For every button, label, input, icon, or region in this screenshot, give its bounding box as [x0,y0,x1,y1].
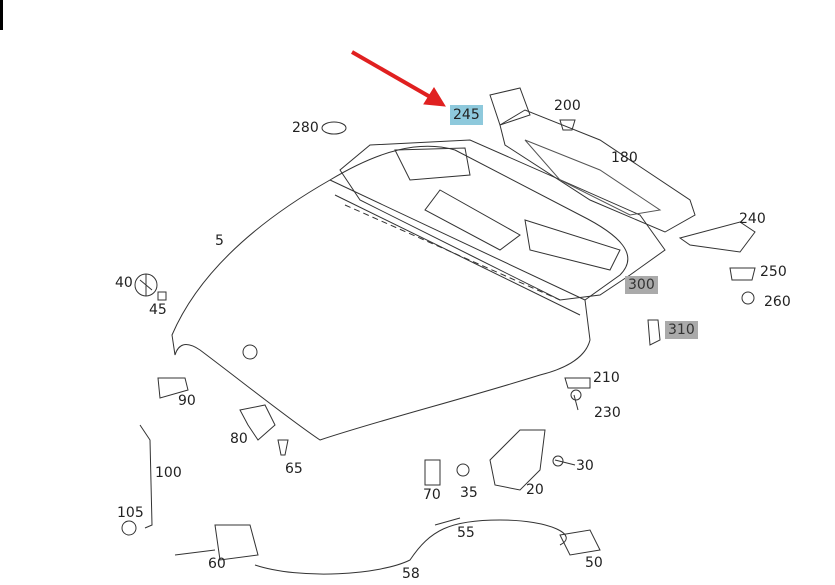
part-label-210[interactable]: 210 [593,370,620,386]
part-label-50[interactable]: 50 [585,555,603,571]
part-label-310[interactable]: 310 [665,321,698,339]
part-label-20[interactable]: 20 [526,482,544,498]
clip-part-200 [559,119,576,131]
part-label-240[interactable]: 240 [739,211,766,227]
part-label-35[interactable]: 35 [460,485,478,501]
hood-insulation-part-300 [339,139,666,301]
part-label-30[interactable]: 30 [576,458,594,474]
hood-part-5 [171,145,629,441]
part-label-300[interactable]: 300 [625,276,658,294]
part-label-200[interactable]: 200 [554,98,581,114]
small-parts [121,121,756,575]
part-label-58[interactable]: 58 [402,566,420,582]
part-label-90[interactable]: 90 [178,393,196,409]
part-label-245[interactable]: 245 [450,105,483,125]
part-label-45[interactable]: 45 [149,302,167,318]
cowl-grille-part-180 [489,87,756,253]
pointer-arrow [351,50,446,107]
part-label-60[interactable]: 60 [208,556,226,572]
part-label-40[interactable]: 40 [115,275,133,291]
part-label-100[interactable]: 100 [155,465,182,481]
part-label-80[interactable]: 80 [230,431,248,447]
part-label-55[interactable]: 55 [457,525,475,541]
part-label-180[interactable]: 180 [611,150,638,166]
part-label-230[interactable]: 230 [594,405,621,421]
part-label-105[interactable]: 105 [117,505,144,521]
part-label-70[interactable]: 70 [423,487,441,503]
part-label-65[interactable]: 65 [285,461,303,477]
part-label-260[interactable]: 260 [764,294,791,310]
part-label-280[interactable]: 280 [292,120,319,136]
part-label-5[interactable]: 5 [215,233,224,249]
part-label-250[interactable]: 250 [760,264,787,280]
window-edge [0,0,3,30]
trim-part-240 [678,221,756,253]
